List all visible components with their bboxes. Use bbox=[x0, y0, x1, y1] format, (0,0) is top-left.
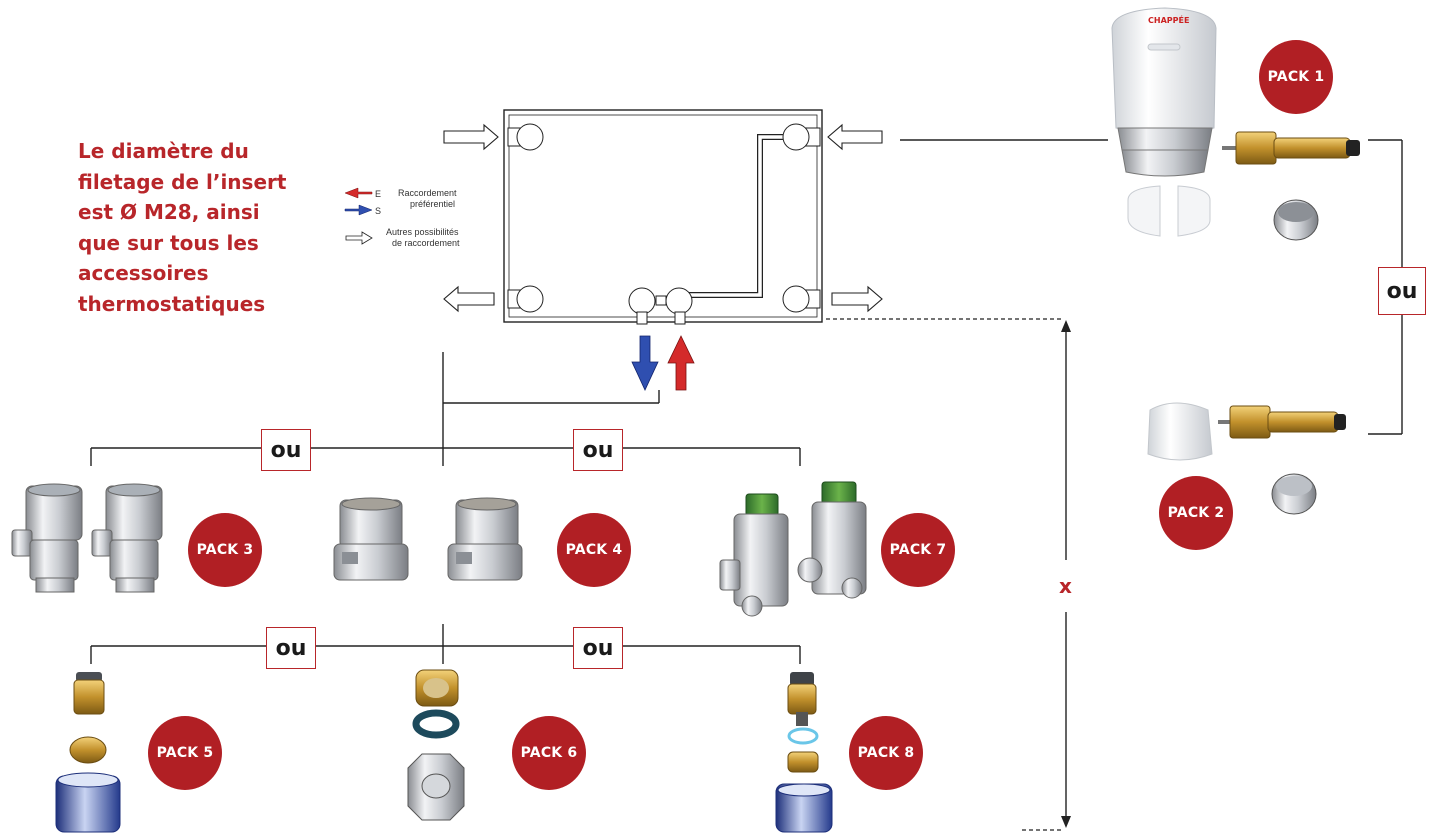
supply-arrow-red bbox=[668, 336, 694, 390]
note-line-2: filetage de l’insert bbox=[78, 167, 338, 198]
pack-7-badge: PACK 7 bbox=[881, 513, 955, 587]
legend-raccordement-1: Raccordement bbox=[398, 188, 457, 198]
legend-return-arrow bbox=[345, 205, 372, 215]
pack-6-badge: PACK 6 bbox=[512, 716, 586, 790]
or-box-3: ou bbox=[266, 627, 316, 669]
legend-e-label: E bbox=[375, 189, 381, 199]
valve-insert-image-2 bbox=[1218, 406, 1346, 438]
note-line-1: Le diamètre du bbox=[78, 136, 338, 167]
thread-diameter-note: Le diamètre du filetage de l’insert est … bbox=[78, 136, 338, 319]
valve-insert-image-1 bbox=[1222, 132, 1360, 164]
compression-kit-image-pack6 bbox=[408, 670, 464, 820]
port-bottom-right bbox=[783, 286, 820, 312]
pack-3-badge: PACK 3 bbox=[188, 513, 262, 587]
legend-raccordement-2: préférentiel bbox=[410, 199, 455, 209]
or-box-4: ou bbox=[573, 627, 623, 669]
elbow-fitting-image-pack3 bbox=[12, 484, 162, 592]
pack-5-badge: PACK 5 bbox=[148, 716, 222, 790]
legend: E S Raccordement préférentiel Autres pos… bbox=[345, 188, 460, 248]
note-line-5: accessoires bbox=[78, 258, 338, 289]
alt-arrow-bottom-left bbox=[444, 287, 494, 311]
radiator bbox=[504, 110, 822, 324]
note-line-4: que sur tous les bbox=[78, 228, 338, 259]
cap-image-1 bbox=[1274, 200, 1318, 240]
valve-fitting-image-pack7 bbox=[720, 482, 866, 616]
port-bottom-center bbox=[629, 288, 692, 324]
manual-head-image bbox=[1148, 403, 1212, 460]
compression-kit-image-pack8 bbox=[776, 672, 832, 832]
brand-label: CHAPPÉE bbox=[1148, 14, 1189, 25]
note-line-6: thermostatiques bbox=[78, 289, 338, 320]
alt-arrow-top-left bbox=[444, 125, 498, 149]
dimension-x-label: x bbox=[1059, 574, 1072, 598]
alt-arrow-bottom-right bbox=[832, 287, 882, 311]
legend-autres-1: Autres possibilités bbox=[386, 227, 459, 237]
alt-arrow-top-right bbox=[828, 125, 882, 149]
legend-autres-2: de raccordement bbox=[392, 238, 460, 248]
straight-fitting-image-pack4 bbox=[334, 498, 522, 580]
legend-s-label: S bbox=[375, 206, 381, 216]
legend-supply-arrow bbox=[345, 188, 372, 198]
return-arrow-blue bbox=[632, 336, 658, 390]
port-bottom-left bbox=[508, 286, 543, 312]
pack-8-badge: PACK 8 bbox=[849, 716, 923, 790]
thermostatic-head-image: CHAPPÉE bbox=[1112, 8, 1216, 176]
compression-kit-image-pack5 bbox=[56, 672, 120, 832]
or-box-5: ou bbox=[1378, 267, 1426, 315]
cap-image-2 bbox=[1272, 474, 1316, 514]
port-top-right bbox=[783, 124, 820, 150]
pack-2-badge: PACK 2 bbox=[1159, 476, 1233, 550]
pack-4-badge: PACK 4 bbox=[557, 513, 631, 587]
adapter-ring-image bbox=[1128, 186, 1210, 236]
legend-alt-arrow bbox=[346, 232, 372, 244]
pack-1-badge: PACK 1 bbox=[1259, 40, 1333, 114]
note-line-3: est Ø M28, ainsi bbox=[78, 197, 338, 228]
or-box-2: ou bbox=[573, 429, 623, 471]
or-box-1: ou bbox=[261, 429, 311, 471]
port-top-left bbox=[508, 124, 543, 150]
